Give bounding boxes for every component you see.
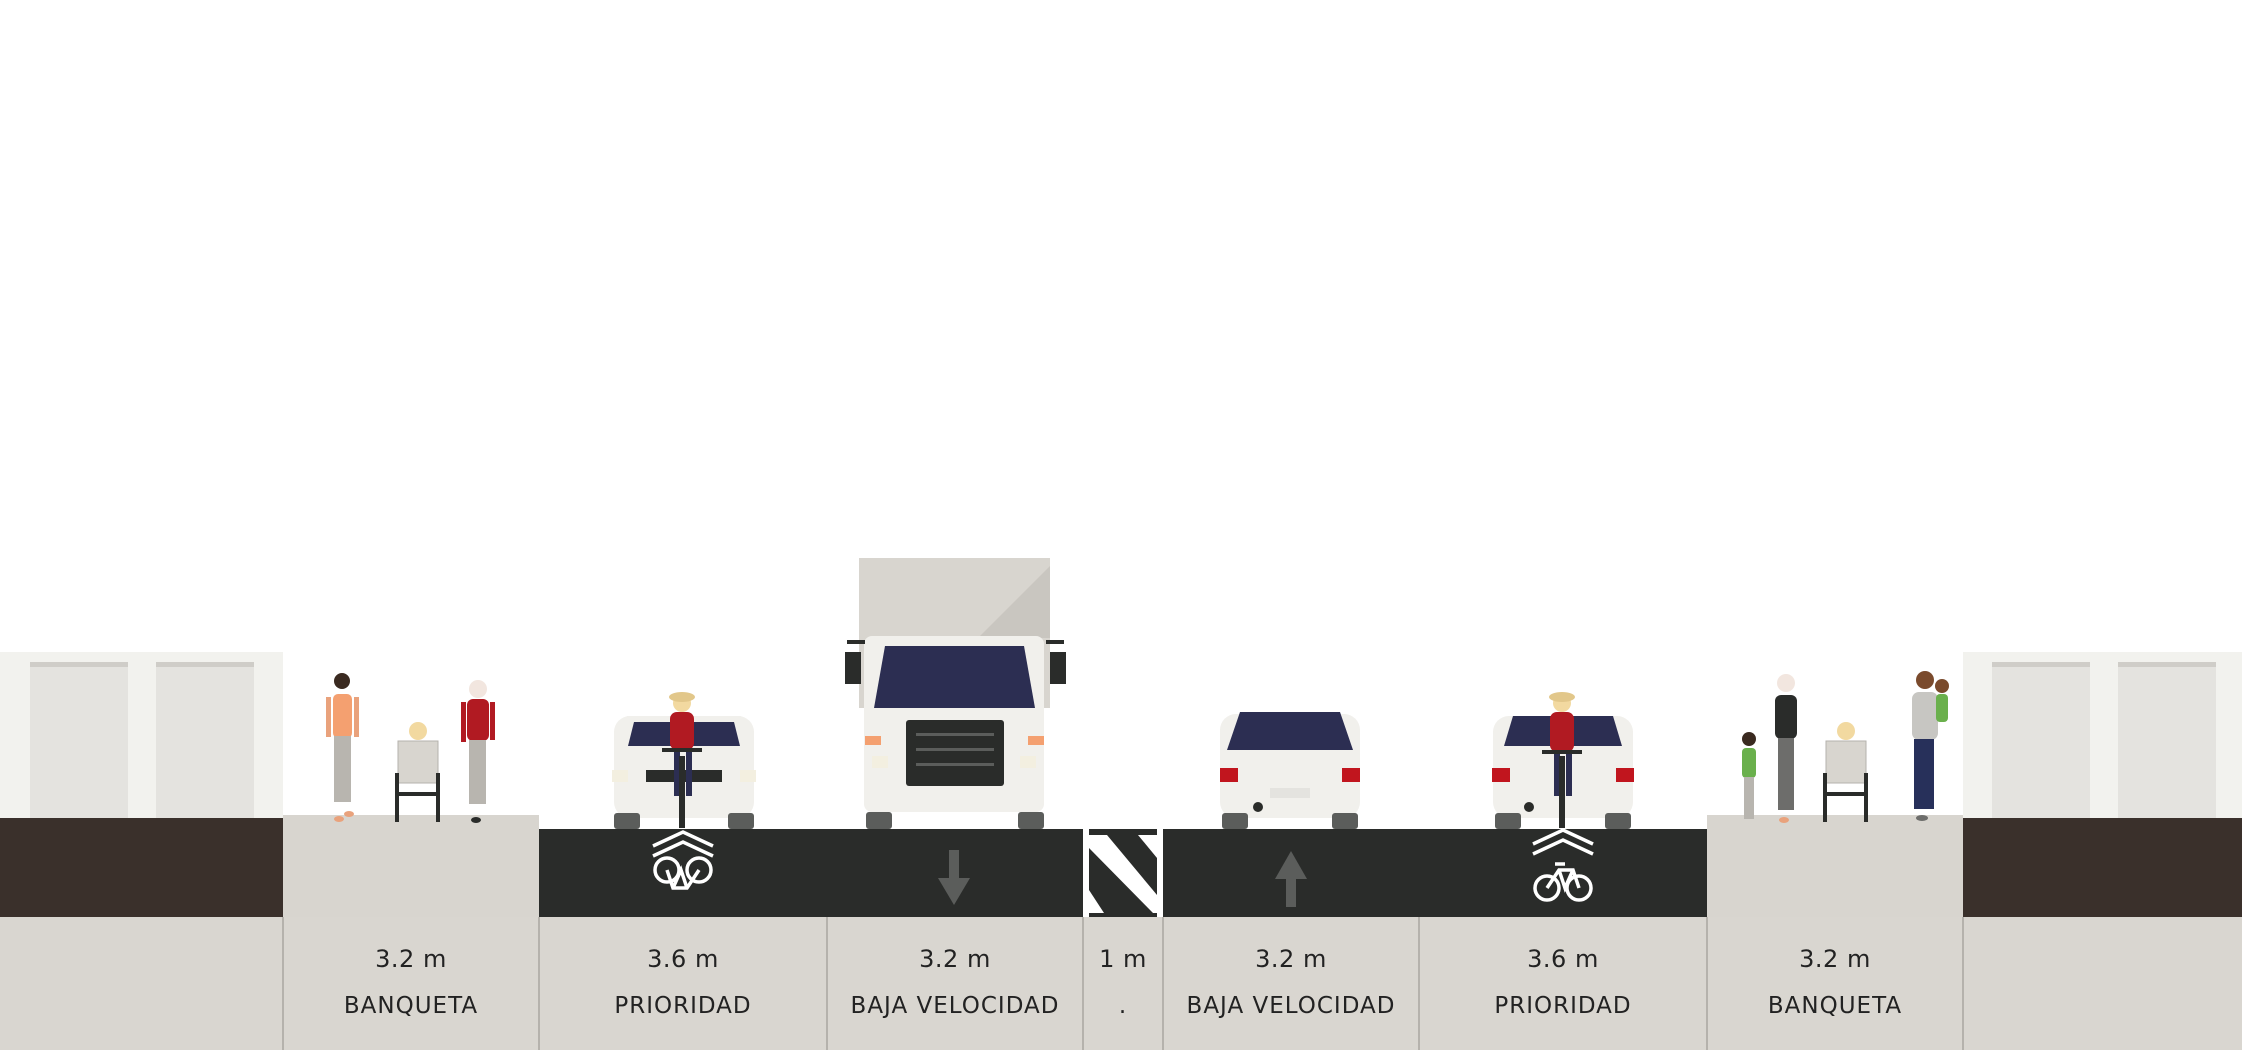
label-band xyxy=(0,917,2242,1050)
car-with-cyclist-icon xyxy=(612,692,756,829)
segment-label-baja-velocidad-right[interactable]: 3.2 m BAJA VELOCIDAD xyxy=(1163,917,1419,1050)
child-pedestrian-icon xyxy=(1742,732,1756,819)
arrow-up-icon xyxy=(1275,851,1307,907)
segment-name: BANQUETA xyxy=(343,993,479,1019)
segment-label-divider[interactable]: 1 m . xyxy=(1083,917,1163,1050)
bike-sharrow-icon xyxy=(1532,828,1594,902)
segment-width: 3.6 m xyxy=(647,945,719,973)
car-icon xyxy=(1220,712,1360,829)
sidewalk-right xyxy=(1707,815,1963,917)
segment-width: 3.2 m xyxy=(375,945,447,973)
segment-label-banqueta-right[interactable]: 3.2 m BANQUETA xyxy=(1707,917,1963,1050)
segment-dividers xyxy=(282,917,1964,1050)
segment-width: 1 m xyxy=(1099,945,1147,973)
segment-name: . xyxy=(1118,993,1128,1019)
pedestrian-icon xyxy=(461,680,495,823)
segment-label-banqueta-left[interactable]: 3.2 m BANQUETA xyxy=(283,917,539,1050)
segment-label-prioridad-right[interactable]: 3.6 m PRIORIDAD xyxy=(1419,917,1707,1050)
segment-width: 3.6 m xyxy=(1527,945,1599,973)
pedestrian-icon xyxy=(326,673,359,822)
striped-divider xyxy=(1083,829,1163,917)
adult-with-child-icon xyxy=(1912,671,1949,821)
segment-label-baja-velocidad-left[interactable]: 3.2 m BAJA VELOCIDAD xyxy=(827,917,1083,1050)
segment-width: 3.2 m xyxy=(1799,945,1871,973)
segment-name: BANQUETA xyxy=(1767,993,1903,1019)
truck-icon xyxy=(845,558,1066,829)
segment-name: PRIORIDAD xyxy=(1494,993,1632,1019)
segment-width: 3.2 m xyxy=(919,945,991,973)
bike-sharrow-icon xyxy=(652,830,714,890)
car-with-cyclist-icon xyxy=(1492,692,1634,829)
building-left xyxy=(0,652,283,917)
arrow-down-icon xyxy=(938,850,970,905)
segment-name: BAJA VELOCIDAD xyxy=(1186,993,1396,1019)
pedestrian-icon xyxy=(1775,674,1797,823)
wheelchair-user-icon xyxy=(1823,722,1868,822)
segment-name: BAJA VELOCIDAD xyxy=(850,993,1060,1019)
segment-width: 3.2 m xyxy=(1255,945,1327,973)
segment-name: PRIORIDAD xyxy=(614,993,752,1019)
building-right xyxy=(1963,652,2242,917)
wheelchair-user-icon xyxy=(395,722,440,822)
segment-label-prioridad-left[interactable]: 3.6 m PRIORIDAD xyxy=(539,917,827,1050)
sidewalk-left xyxy=(283,815,539,917)
